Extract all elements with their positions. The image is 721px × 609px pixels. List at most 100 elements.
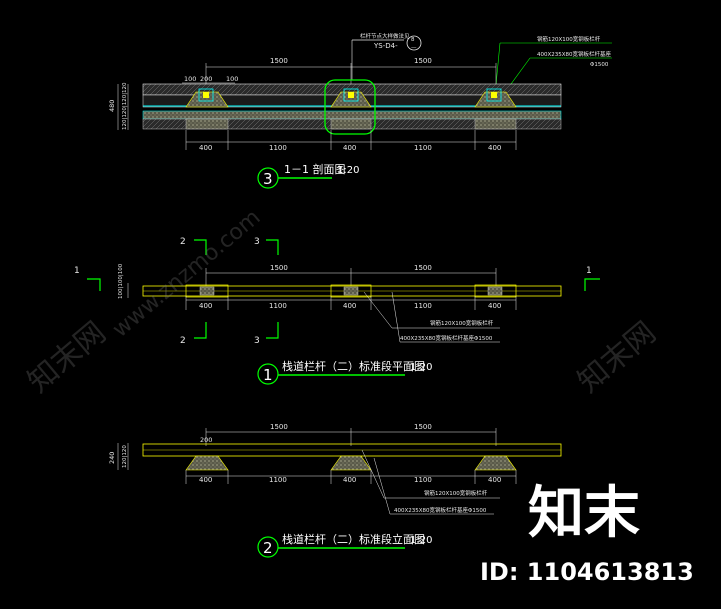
elev-note-1: 钢筋120X100宽钢板栏杆 [424, 489, 488, 497]
plan-title-number: 1 [263, 366, 273, 384]
plan-post-2 [343, 286, 359, 296]
post-base-3 [474, 91, 517, 108]
post-1 [198, 88, 214, 102]
section-bottom-dim-4: 400 [488, 144, 501, 152]
marker-3-bottom: 3 [254, 336, 260, 346]
deck-base-layer [142, 110, 562, 120]
elev-bottom-dim-0: 400 [199, 476, 212, 484]
watermark-id: ID: 1104613813 [480, 558, 694, 586]
elev-dim-1500-b: 1500 [414, 423, 432, 431]
plan-note-1: 钢筋120X100宽钢板栏杆 [430, 319, 494, 327]
footing-2 [330, 118, 372, 130]
marker-2-top-bracket [194, 239, 207, 255]
marker-2-bottom: 2 [180, 336, 186, 346]
elev-post-base-3 [474, 455, 517, 471]
elev-title-text: 栈道栏杆（二）标准段立面图 [282, 532, 425, 546]
post-2 [343, 88, 359, 102]
marker-3-bottom-bracket [266, 322, 279, 339]
dim-100-a: 100 [184, 75, 196, 83]
elev-note-leader-2 [373, 457, 391, 515]
plan-title-scale: 1:20 [410, 362, 432, 373]
detail-highlight-box [324, 79, 376, 135]
plan-post-3 [487, 286, 503, 296]
plan-note-leader-2 [391, 291, 401, 343]
marker-2-top: 2 [180, 237, 186, 247]
elev-post-base-1 [185, 455, 229, 471]
elev-height-240: 240 [108, 452, 116, 464]
callout-top-text: 栏杆节点大样做法见 [360, 32, 410, 40]
callout-circle [406, 35, 422, 51]
post-1-core [203, 92, 209, 98]
section-bottom-dim-1: 1100 [269, 144, 287, 152]
post-base-2 [330, 91, 372, 108]
marker-2-bottom-bracket [194, 322, 207, 339]
callout-circle-number: 8 [411, 37, 415, 43]
plan-view: 2 3 2 3 1 1 1500 1500 100|100|100 [74, 237, 600, 385]
section-bottom-dim-0: 400 [199, 144, 212, 152]
marker-1-left-bracket [87, 278, 101, 291]
marker-3-top-bracket [266, 239, 279, 255]
plan-title-circle [257, 363, 279, 385]
height-480: 480 [108, 100, 116, 112]
elev-dim-1500-a: 1500 [270, 423, 288, 431]
marker-1-right-bracket [584, 278, 600, 291]
section-bottom-dim-3: 1100 [414, 144, 432, 152]
marker-3-top: 3 [254, 237, 260, 247]
watermark: www.znzmo.com 知末网 知末网 知末 ID: 1104613813 [21, 205, 694, 586]
section-view: 栏杆节点大样做法见 YS-D4- 8 — 钢筋120X100宽钢板栏杆 400X… [108, 32, 612, 189]
elev-dim-200: 200 [200, 436, 212, 444]
dim-1500-a: 1500 [270, 57, 288, 65]
callout-circle-dash: — [411, 45, 417, 51]
post-base-1 [185, 91, 229, 108]
elev-title-circle [257, 536, 279, 558]
plan-bottom-dim-0: 400 [199, 302, 212, 310]
plan-dim-1500-a: 1500 [270, 264, 288, 272]
post-2-core [348, 92, 354, 98]
plan-bottom-dim-2: 400 [343, 302, 356, 310]
section-note-3: Φ1500 [590, 62, 609, 68]
plan-note-2: 400X235X80宽钢板栏杆基座Φ1500 [400, 334, 493, 342]
section-note-2: 400X235X80宽钢板栏杆基座 [537, 50, 612, 58]
dim-200: 200 [200, 75, 212, 83]
plan-bottom-dim-4: 400 [488, 302, 501, 310]
watermark-side-right: 知末网 [571, 315, 662, 400]
plan-bottom-dim-1: 1100 [269, 302, 287, 310]
plan-title-text: 栈道栏杆（二）标准段平面图 [282, 359, 425, 373]
section-note-1: 钢筋120X100宽钢板栏杆 [537, 35, 601, 43]
elev-bottom-dim-3: 1100 [414, 476, 432, 484]
plan-post-base-3 [474, 284, 517, 298]
watermark-side-left: 知末网 [21, 315, 112, 400]
watermark-brand: 知末 [528, 481, 640, 546]
footing-3 [474, 118, 517, 130]
plan-note-leader-1 [363, 291, 393, 329]
elev-title-scale: 1:20 [410, 535, 432, 546]
elev-bottom-dim-2: 400 [343, 476, 356, 484]
elev-post-base-2 [330, 455, 372, 471]
dim-100-b: 100 [226, 75, 238, 83]
elev-note-leader-1 [361, 449, 385, 499]
section-bottom-dim-2: 400 [343, 144, 356, 152]
plan-height-labels: 100|100|100 [118, 263, 124, 299]
watermark-diagonal-url: www.znzmo.com [108, 205, 265, 343]
elev-title-number: 2 [263, 539, 273, 557]
elevation-view: 1500 1500 200 240 120|120 400 1100 400 1… [108, 423, 562, 558]
callout-code: YS-D4- [373, 42, 398, 50]
elev-note-2: 400X235X80宽钢板栏杆基座Φ1500 [394, 506, 487, 514]
elev-height-segments: 120|120 [122, 445, 128, 468]
section-title-scale: 1:20 [337, 165, 359, 176]
plan-post-base-2 [330, 284, 372, 298]
section-title-number: 3 [263, 170, 273, 188]
post-3 [486, 88, 502, 102]
marker-1-right: 1 [586, 266, 592, 276]
elev-bottom-dim-1: 1100 [269, 476, 287, 484]
plan-dim-1500-b: 1500 [414, 264, 432, 272]
plan-post-base-1 [185, 284, 229, 298]
section-title-text: 1－1 剖面图 [284, 162, 346, 176]
elev-bottom-dim-4: 400 [488, 476, 501, 484]
post-3-core [491, 92, 497, 98]
plan-post-1 [199, 286, 215, 296]
marker-1-left: 1 [74, 266, 80, 276]
dim-1500-b: 1500 [414, 57, 432, 65]
footing-1 [185, 118, 229, 130]
